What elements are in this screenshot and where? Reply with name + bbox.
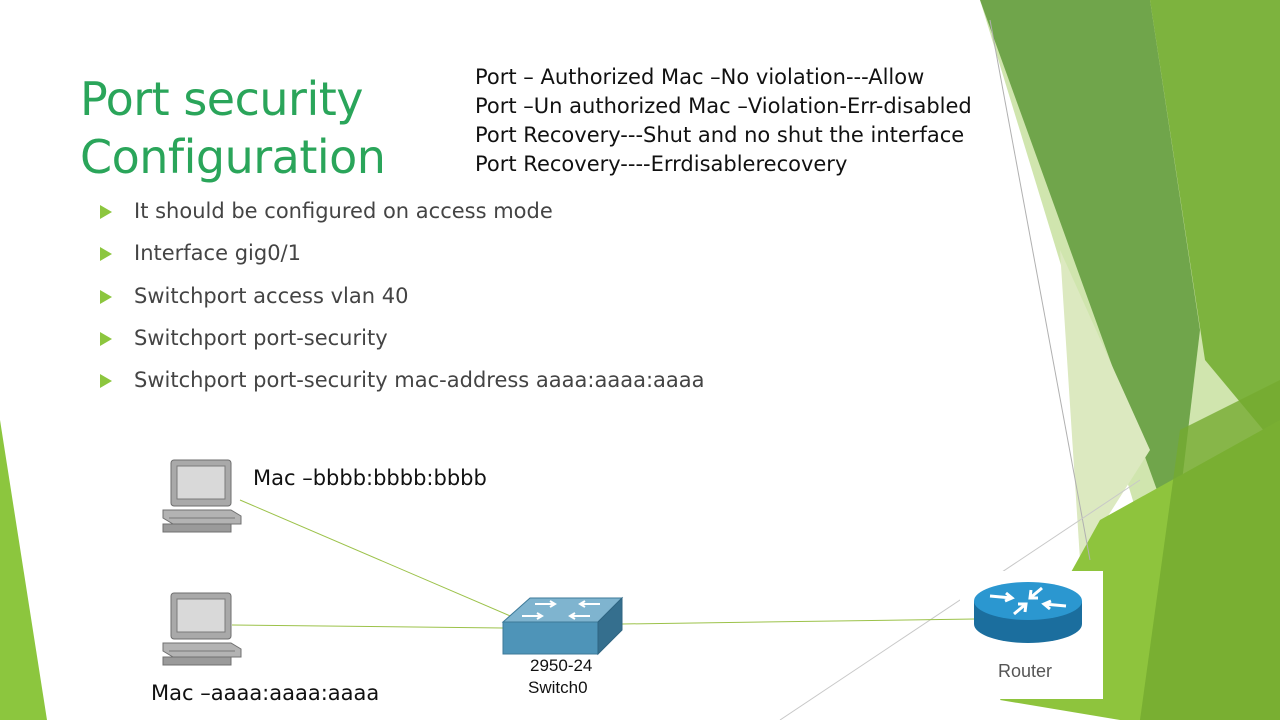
bullet-text: Switchport access vlan 40 — [134, 283, 409, 308]
bullet-item: Switchport access vlan 40 — [100, 281, 705, 323]
bullet-text: Interface gig0/1 — [134, 241, 301, 266]
router-icon[interactable] — [974, 582, 1082, 643]
bullet-item: It should be configured on access mode — [100, 196, 705, 238]
switch-icon[interactable] — [501, 596, 624, 656]
router-label: Router — [998, 661, 1053, 681]
bullet-text: Switchport port-security mac-address aaa… — [134, 368, 705, 393]
note-line: Port – Authorized Mac –No violation---Al… — [475, 65, 925, 89]
right-accent-shape-bottom-dark — [1140, 380, 1280, 720]
pc2-mac-label: Mac –aaaa:aaaa:aaaa — [151, 681, 380, 705]
bullet-text: It should be configured on access mode — [134, 199, 553, 223]
pc1-mac-label: Mac –bbbb:bbbb:bbbb — [253, 466, 487, 490]
triangle-right-icon — [100, 374, 112, 389]
notes-block: Port – Authorized Mac –No violation---Al… — [475, 63, 972, 179]
computer-icon[interactable] — [162, 459, 242, 533]
link-switch-router — [621, 618, 976, 625]
triangle-right-icon — [100, 205, 112, 219]
title-line: Port security — [80, 72, 363, 126]
computer-icon[interactable] — [162, 592, 242, 666]
switch-model-label: 2950-24 — [530, 656, 593, 675]
right-accent-shape-dark — [980, 0, 1200, 540]
page-title: Port security Configuration — [80, 70, 386, 186]
link-pc1-switch — [239, 499, 516, 619]
link-pc2-switch — [231, 624, 504, 629]
note-line: Port –Un authorized Mac –Violation-Err-d… — [475, 94, 972, 118]
bullet-text: Switchport port-security — [134, 325, 388, 350]
right-accent-shape-mid — [1150, 0, 1280, 450]
decor-line — [989, 19, 1091, 561]
right-accent-shape-pale — [1060, 250, 1150, 560]
bullet-item: Switchport port-security mac-address aaa… — [100, 365, 705, 407]
switch-name-label: Switch0 — [528, 678, 588, 697]
triangle-right-icon — [100, 247, 112, 262]
note-line: Port Recovery---Shut and no shut the int… — [475, 123, 965, 147]
left-accent-shape — [0, 420, 47, 720]
triangle-right-icon — [100, 289, 112, 304]
bullet-item: Switchport port-security — [100, 323, 705, 365]
bullet-item: Interface gig0/1 — [100, 238, 705, 280]
title-line: Configuration — [80, 130, 386, 184]
triangle-right-icon — [100, 331, 112, 346]
bullet-list: It should be configured on access mode I… — [100, 196, 705, 407]
note-line: Port Recovery----Errdisablerecovery — [475, 152, 848, 176]
